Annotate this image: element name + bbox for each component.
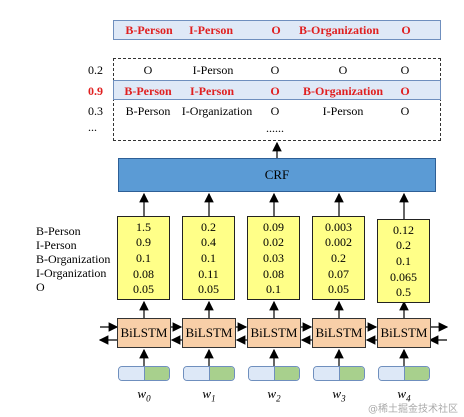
bilstm-cell-3: BiLSTM — [312, 318, 366, 348]
candidate-0-tag-1: I-Person — [192, 63, 234, 77]
emission-score: 0.4 — [201, 235, 216, 250]
emission-scores-w1: 0.2 0.4 0.1 0.11 0.05 — [182, 216, 235, 300]
bilstm-cell-1: BiLSTM — [182, 318, 236, 348]
crf-layer: CRF — [118, 158, 436, 192]
emission-score: 0.003 — [325, 219, 352, 234]
candidate-2-tag-4: O — [400, 104, 410, 118]
best-path-tag-3: B-Organization — [299, 23, 379, 37]
tag-label-o: O — [36, 280, 45, 294]
candidate-1-tag-4: O — [400, 84, 410, 98]
crf-label: CRF — [264, 167, 290, 182]
emission-score: 0.11 — [198, 266, 219, 281]
emission-score: 0.2 — [331, 250, 346, 265]
candidate-ellipsis: ...... — [266, 121, 284, 135]
emission-score: 0.2 — [396, 238, 411, 253]
bilstm-cell-4: BiLSTM — [377, 318, 431, 348]
emission-score: 0.9 — [136, 235, 151, 250]
bilstm-label: BiLSTM — [185, 325, 233, 340]
word-embedding-0 — [118, 366, 170, 381]
candidate-2-tag-3: I-Person — [322, 104, 364, 118]
word-label-3: w3 — [332, 386, 346, 404]
word-label-4: w4 — [397, 386, 411, 404]
tag-label-i-person: I-Person — [36, 238, 77, 252]
candidate-0-tag-0: O — [143, 63, 153, 77]
candidate-1-tag-1: I-Person — [190, 84, 234, 98]
emission-scores-w2: 0.09 0.02 0.03 0.08 0.1 — [247, 216, 300, 300]
candidate-1-tag-0: B-Person — [124, 84, 172, 98]
highest-score-path-highlight — [113, 80, 441, 100]
best-path-tag-2: O — [271, 23, 281, 37]
bilstm-cell-0: BiLSTM — [117, 318, 171, 348]
emission-scores-w3: 0.003 0.002 0.2 0.07 0.05 — [312, 216, 365, 300]
word-label-2: w2 — [267, 386, 281, 404]
emission-score: 0.05 — [198, 282, 219, 297]
emission-score: 0.05 — [133, 282, 154, 297]
bilstm-label: BiLSTM — [380, 325, 428, 340]
candidate-1-tag-2: O — [270, 84, 280, 98]
emission-score: 0.03 — [263, 250, 284, 265]
candidate-0-tag-2: O — [270, 63, 280, 77]
emission-score: 0.1 — [136, 250, 151, 265]
emission-score: 0.08 — [133, 266, 154, 281]
emission-score: 0.065 — [390, 269, 417, 284]
candidate-1-tag-3: B-Organization — [303, 84, 383, 98]
tag-label-b-person: B-Person — [36, 224, 81, 238]
candidate-score-0: 0.2 — [88, 63, 103, 77]
best-path-row: B-Person I-Person O B-Organization O — [113, 20, 441, 40]
watermark: @稀土掘金技术社区 — [368, 404, 458, 415]
emission-score: 0.1 — [266, 282, 281, 297]
candidate-score-1: 0.9 — [88, 84, 103, 98]
emission-scores-w0: 1.5 0.9 0.1 0.08 0.05 — [117, 216, 170, 300]
best-path-tag-4: O — [401, 23, 411, 37]
tag-label-i-organization: I-Organization — [36, 266, 107, 280]
emission-score: 0.08 — [263, 266, 284, 281]
word-embedding-2 — [248, 366, 300, 381]
candidate-0-tag-4: O — [400, 63, 410, 77]
emission-score: 0.2 — [201, 219, 216, 234]
word-embedding-1 — [183, 366, 235, 381]
emission-scores-w4: 0.12 0.2 0.1 0.065 0.5 — [377, 219, 430, 303]
emission-score: 0.05 — [328, 282, 349, 297]
candidate-0-tag-3: O — [338, 63, 348, 77]
bilstm-label: BiLSTM — [120, 325, 168, 340]
emission-score: 0.09 — [263, 219, 284, 234]
word-embedding-4 — [378, 366, 430, 381]
bilstm-label: BiLSTM — [250, 325, 298, 340]
emission-score: 0.5 — [396, 285, 411, 300]
best-path-tag-0: B-Person — [125, 23, 173, 37]
emission-score: 0.1 — [396, 253, 411, 268]
candidate-score-2: 0.3 — [88, 104, 103, 118]
tag-label-b-organization: B-Organization — [36, 252, 111, 266]
candidate-score-ellipsis: ... — [88, 120, 97, 134]
emission-score: 0.12 — [393, 222, 414, 237]
emission-score: 0.002 — [325, 235, 352, 250]
emission-score: 0.07 — [328, 266, 349, 281]
bilstm-cell-2: BiLSTM — [247, 318, 301, 348]
candidate-2-tag-0: B-Person — [125, 104, 171, 118]
emission-score: 0.1 — [201, 250, 216, 265]
word-label-1: w1 — [202, 386, 216, 404]
emission-score: 1.5 — [136, 219, 151, 234]
word-embedding-3 — [313, 366, 365, 381]
emission-score: 0.02 — [263, 235, 284, 250]
bilstm-label: BiLSTM — [315, 325, 363, 340]
best-path-tag-1: I-Person — [189, 23, 233, 37]
word-label-0: w0 — [137, 386, 151, 404]
candidate-2-tag-2: O — [270, 104, 280, 118]
candidate-2-tag-1: I-Organization — [181, 104, 253, 118]
